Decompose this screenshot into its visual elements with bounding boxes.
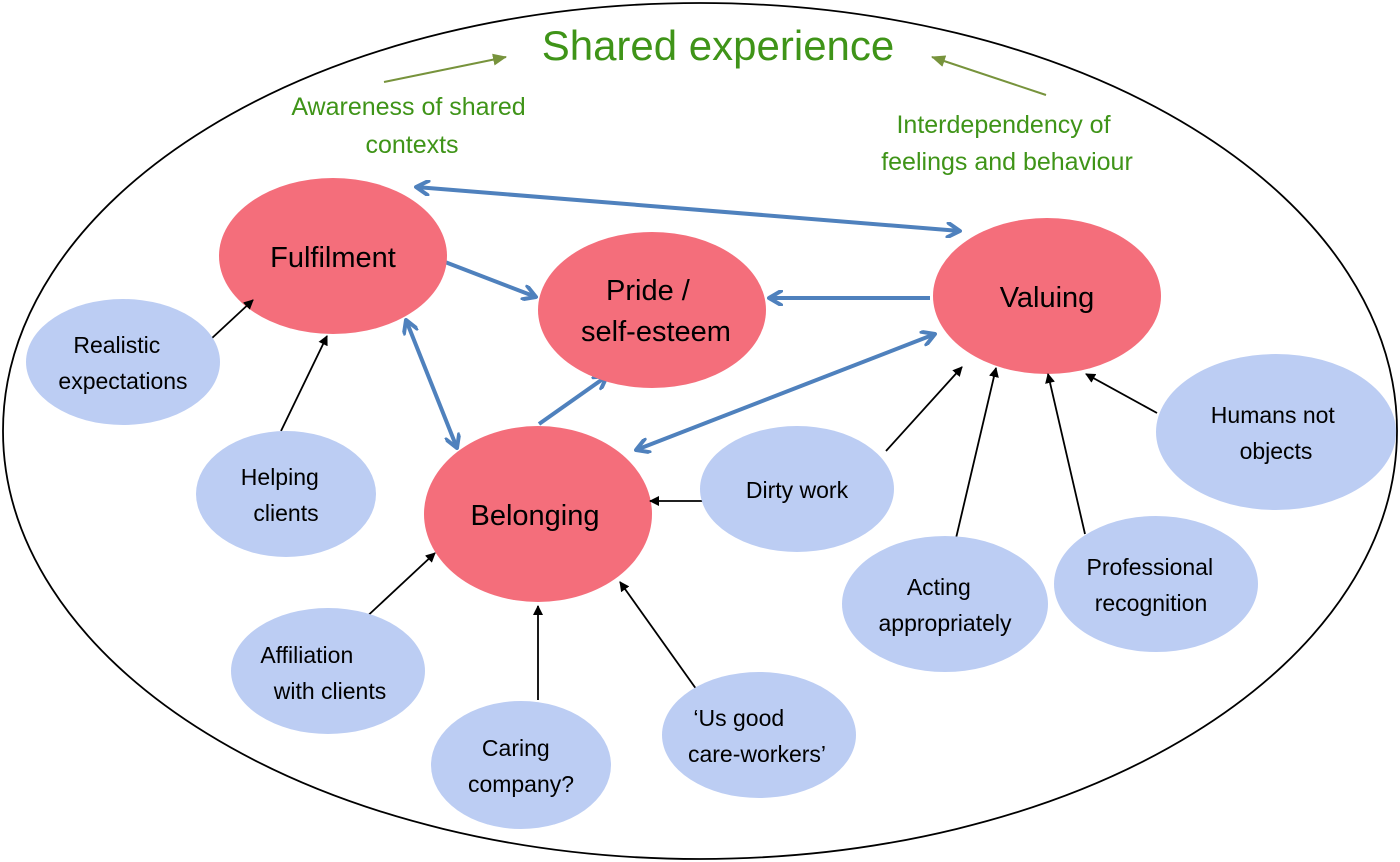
factor-node-acting-appropriately: Acting appropriately — [842, 536, 1048, 672]
factor-node-professional-recognition: Professional recognition — [1054, 516, 1258, 652]
svg-text:Dirty work: Dirty work — [746, 477, 849, 503]
core-node-fulfilment: Fulfilment — [219, 178, 447, 334]
arrow-humans-to-valuing — [1085, 373, 1158, 414]
arrow-helping-to-fulfilment — [280, 335, 328, 432]
arrow-professional-to-valuing — [1045, 373, 1086, 535]
svg-text:Belonging: Belonging — [471, 500, 600, 532]
arrow-awareness-to-shared — [383, 53, 507, 83]
arrow-interdependency-to-shared — [931, 55, 1047, 96]
svg-text:Fulfilment: Fulfilment — [270, 242, 396, 274]
svg-text:Helping clients: Helping clients — [241, 464, 325, 526]
svg-text:Pride / self-esteem: Pride / self-esteem — [581, 275, 731, 348]
annotation-interdependency: Interdependency of feelings and behaviou… — [881, 111, 1133, 176]
core-node-belonging: Belonging — [424, 426, 652, 602]
factor-node-realistic-expectations: Realistic expectations — [26, 299, 220, 425]
arrow-acting-to-valuing — [952, 367, 999, 552]
svg-text:Valuing: Valuing — [1000, 282, 1095, 314]
svg-text:Professional recognition: Professional recognition — [1087, 554, 1220, 616]
annotation-awareness: Awareness of shared contexts — [291, 93, 532, 159]
arrow-dirtywork-to-valuing — [885, 366, 963, 452]
arrow-fulfilment-valuing — [416, 187, 960, 231]
svg-text:Humans not objects: Humans not objects — [1211, 402, 1341, 464]
svg-text:‘Us good care-workers’: ‘Us good care-workers’ — [688, 705, 826, 767]
factor-node-affiliation-with-clients: Affiliation with clients — [231, 608, 425, 734]
factor-node-us-good-care-workers: ‘Us good care-workers’ — [662, 672, 856, 798]
factor-node-caring-company: Caring company? — [431, 701, 611, 829]
factor-node-humans-not-objects: Humans not objects — [1156, 354, 1396, 510]
arrow-usgood-to-belonging — [619, 581, 705, 701]
core-node-pride-self-esteem: Pride / self-esteem — [538, 232, 766, 388]
arrow-affiliation-to-belonging — [360, 552, 436, 623]
svg-text:Realistic expectations: Realistic expectations — [58, 332, 187, 394]
svg-text:Acting appropriately: Acting appropriately — [879, 574, 1012, 636]
arrow-belonging-valuing — [636, 334, 935, 450]
arrow-fulfilment-pride — [444, 260, 536, 297]
svg-text:Affiliation with clients: Affiliation with clients — [260, 642, 386, 704]
core-node-valuing: Valuing — [933, 218, 1161, 374]
factor-node-dirty-work: Dirty work — [700, 426, 894, 552]
svg-text:Caring company?: Caring company? — [468, 735, 574, 797]
arrow-belonging-pride — [537, 376, 607, 426]
diagram-title: Shared experience — [542, 22, 895, 69]
factor-node-helping-clients: Helping clients — [196, 431, 376, 557]
arrow-fulfilment-belonging — [406, 320, 457, 448]
